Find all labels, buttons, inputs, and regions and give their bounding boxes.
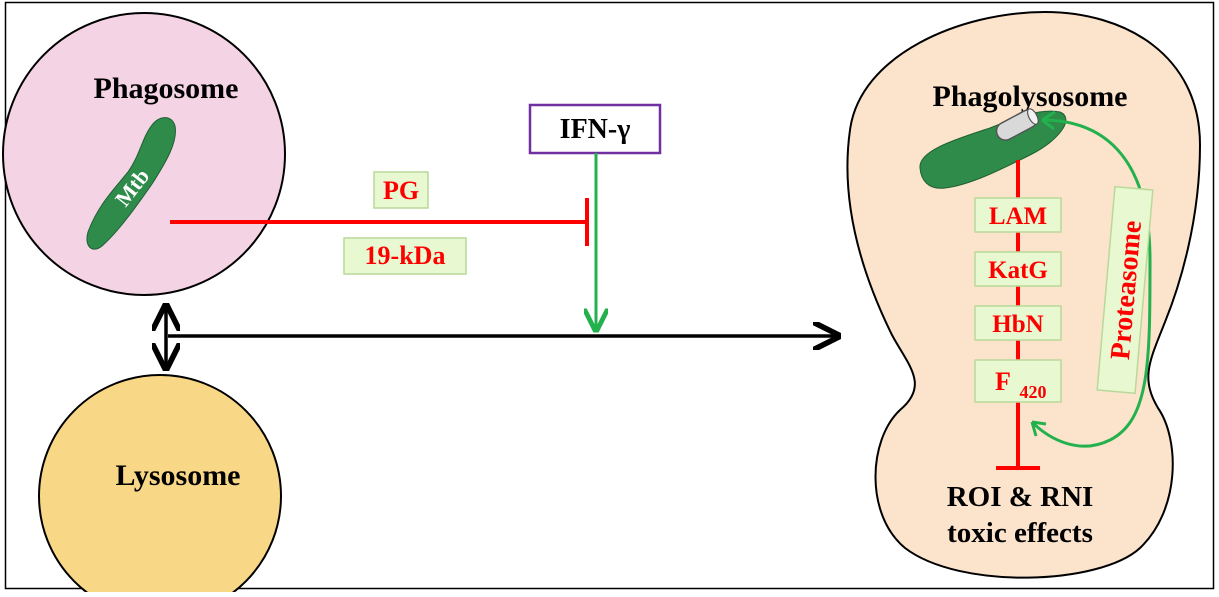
factor-katg: KatG <box>974 251 1062 287</box>
ifn-gamma-label: IFN-γ <box>560 114 631 145</box>
hbn-label: HbN <box>992 311 1043 338</box>
proteasome-arrowhead-bottom <box>1030 420 1047 437</box>
phagolysosome-label: Phagolysosome <box>933 80 1128 113</box>
phagosome: Phagosome Mtb <box>2 12 286 296</box>
lysosome: Lysosome <box>38 374 282 597</box>
engulfed-capsule-icon <box>995 108 1039 141</box>
f420-subscript: 420 <box>1020 382 1047 402</box>
proteasome-arrowhead-top <box>1041 110 1056 131</box>
19kda-box <box>343 237 467 275</box>
ifn-gamma: IFN-γ <box>528 103 662 155</box>
inhibitor-19kda: 19-kDa <box>343 237 467 275</box>
factor-hbn: HbN <box>974 305 1062 341</box>
phagosome-label: Phagosome <box>94 72 239 105</box>
factor-f420: F 420 <box>974 359 1062 403</box>
katg-label: KatG <box>988 257 1048 284</box>
f420-label: F <box>995 367 1011 396</box>
lam-label: LAM <box>989 203 1047 230</box>
lysosome-circle <box>38 374 282 597</box>
inhibitor-pg: PG <box>373 171 429 209</box>
proteasome-cycle-arrow <box>1030 118 1152 448</box>
mtb-bacterium <box>86 117 176 250</box>
pg-label: PG <box>383 176 419 205</box>
proteasome-box <box>1096 185 1154 395</box>
19kda-label: 19-kDa <box>365 241 446 270</box>
phagolysosome: Phagolysosome LAM KatG HbN F 420 <box>846 10 1202 579</box>
lysosome-label: Lysosome <box>115 459 240 492</box>
mtb-bacterium-phagolysosome <box>919 110 1067 189</box>
factor-lam: LAM <box>974 197 1062 233</box>
pg-box <box>373 171 429 209</box>
effects-line-2: toxic effects <box>947 517 1093 549</box>
effects-line-1: ROI & RNI <box>947 481 1094 513</box>
